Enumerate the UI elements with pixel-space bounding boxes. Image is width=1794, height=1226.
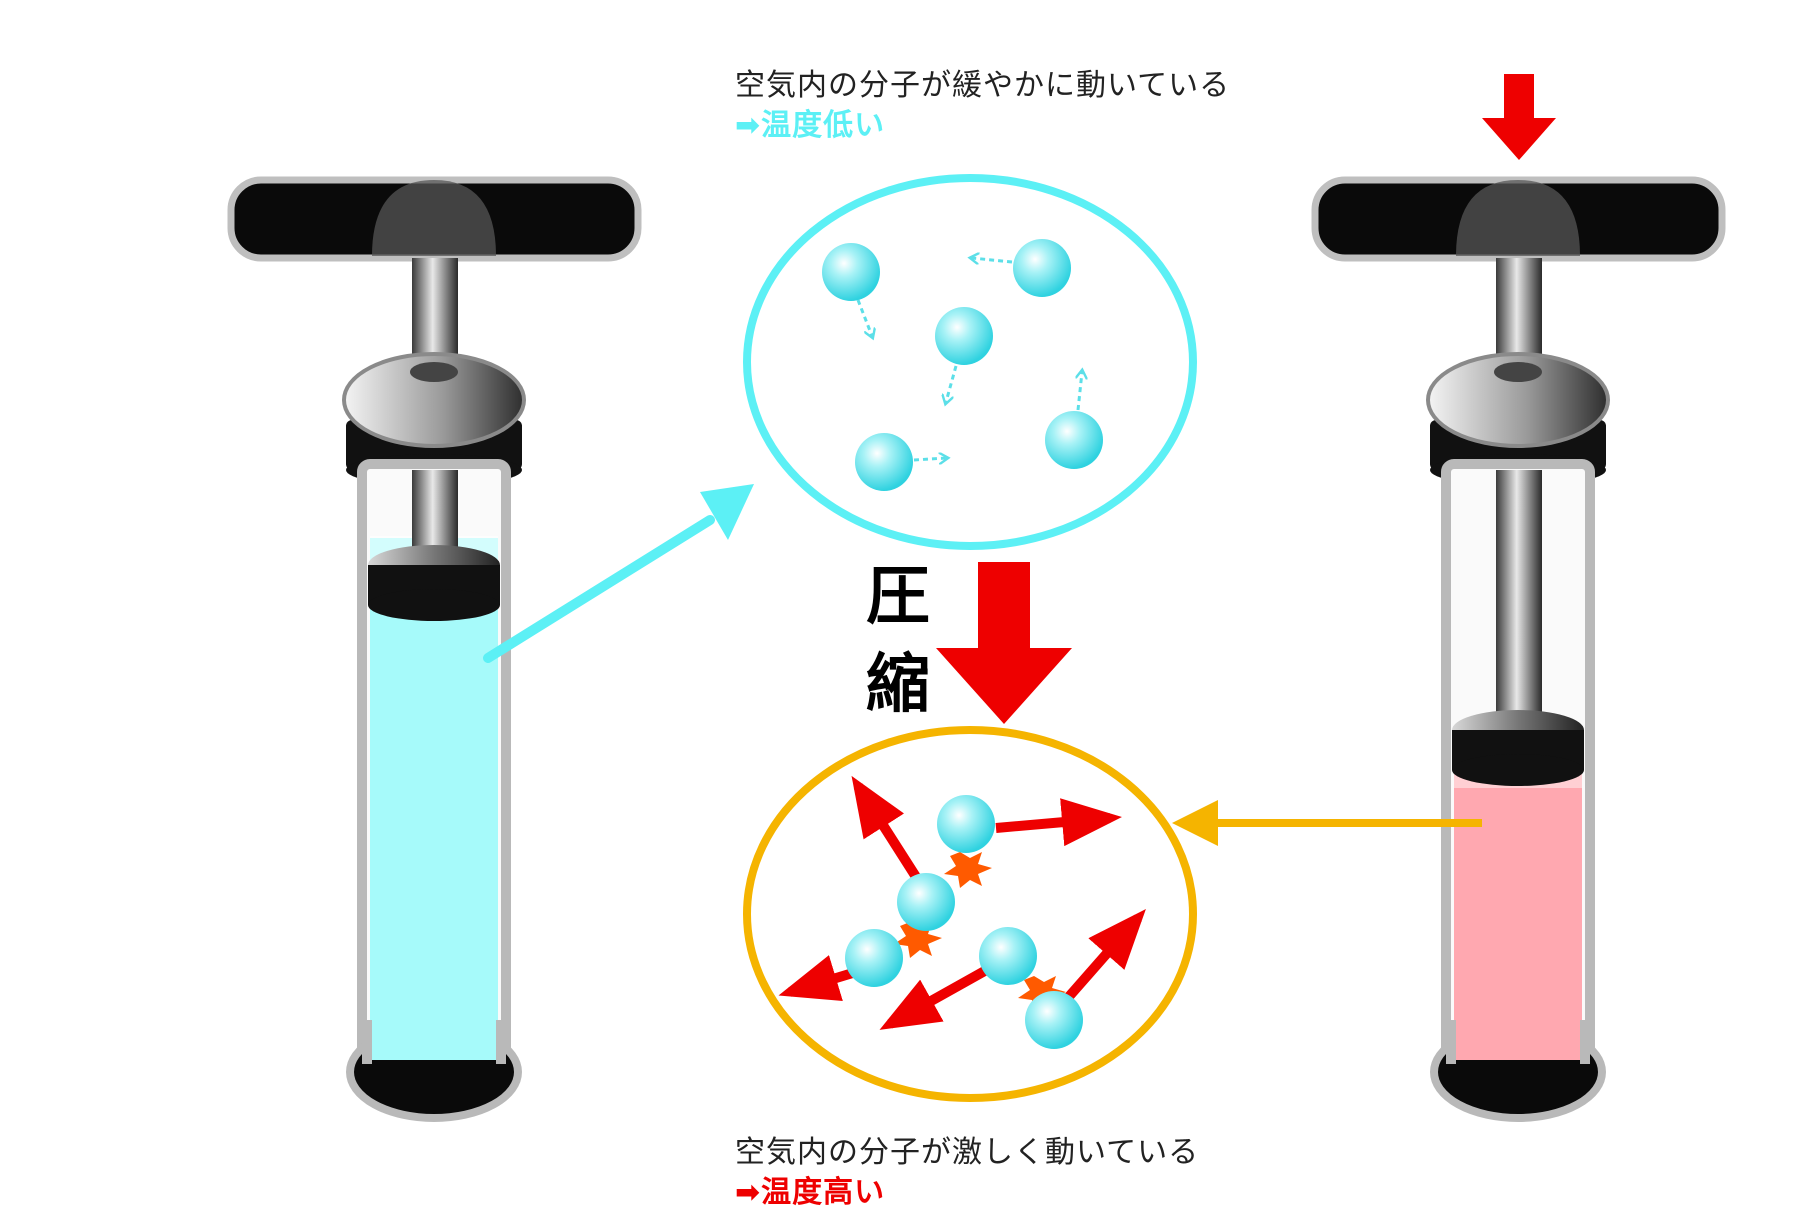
molecule [937,795,995,853]
warm-pointer-arrowhead [1172,800,1218,846]
warm-molecules-zoom [743,726,1482,1102]
compression-label-char-1: 圧 [866,560,930,634]
molecule [845,929,903,987]
caption-slow-main: 空気内の分子が緩やかに動いている [735,68,1231,103]
pump-left-handle-dome [372,180,496,256]
cool-pointer-arrowhead [700,484,754,540]
molecule [935,307,993,402]
cool-pointer-line [483,515,715,663]
caption-low-temperature: ➡温度低い [735,108,886,143]
pump-left [227,176,642,1122]
molecule [1045,372,1103,469]
caption-fast-molecules: 空気内の分子が激しく動いている ➡温度高い [735,1133,1199,1213]
molecule [897,873,955,931]
pump-right-cap [1426,352,1610,448]
collision-burst [894,922,942,958]
pump-left-cap [342,352,526,448]
pump-right-air [1454,760,1582,1068]
pump-right [1311,74,1726,1122]
caption-slow-molecules: 空気内の分子が緩やかに動いている ➡温度低い [735,66,1230,146]
caption-high-temperature: ➡温度高い [735,1175,886,1210]
collision-burst [944,852,992,888]
compression-label: 圧 縮 [858,553,938,729]
push-down-arrow [1482,74,1556,160]
motion-arrows [778,775,1146,1030]
molecule [972,239,1071,297]
warm-zoom-circle [743,726,1197,1102]
compression-label-char-2: 縮 [866,648,930,722]
molecule [855,433,946,491]
molecule [822,243,880,336]
pump-left-air [370,538,498,1068]
compression-arrow [936,562,1072,724]
cool-molecules-zoom [483,174,1197,663]
molecule [1025,991,1083,1049]
molecule [979,927,1037,985]
caption-fast-main: 空気内の分子が激しく動いている [735,1135,1200,1170]
